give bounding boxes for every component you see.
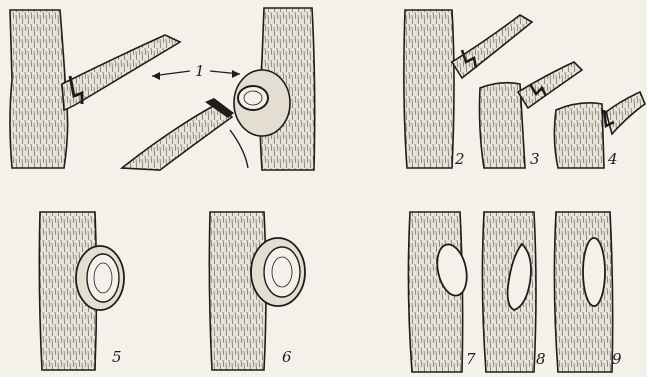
- label-3: 3: [530, 150, 540, 168]
- panel-9: 9: [554, 212, 622, 372]
- panel-7: 7: [408, 212, 476, 372]
- label-2: 2: [454, 150, 465, 168]
- label-7: 7: [466, 350, 476, 368]
- panel-5: 5: [39, 212, 124, 370]
- trunk: [480, 83, 526, 168]
- label-5: 5: [112, 348, 122, 366]
- panel-1-right-cut: [122, 8, 315, 170]
- trunk: [404, 10, 454, 168]
- label-8: 8: [536, 350, 546, 368]
- branch: [62, 35, 180, 110]
- panel-6: 6: [209, 212, 305, 370]
- panel-8: 8: [482, 212, 545, 372]
- cut-face: [264, 247, 300, 297]
- falling-branch: [122, 105, 232, 170]
- cut-face: [87, 254, 119, 302]
- trunk: [554, 103, 604, 168]
- label-1: 1: [195, 62, 205, 80]
- branch: [452, 15, 532, 78]
- panel-4: 4: [554, 92, 645, 168]
- trunk: [10, 10, 68, 168]
- trunk: [554, 212, 612, 372]
- branch: [518, 62, 582, 108]
- cut-stub-face: [238, 86, 268, 110]
- label-1-group: 1: [152, 62, 240, 80]
- label-9: 9: [612, 350, 622, 368]
- cut-branch: [606, 92, 645, 134]
- healing-wound: [583, 238, 605, 306]
- label-6: 6: [282, 348, 292, 366]
- label-4: 4: [607, 150, 618, 168]
